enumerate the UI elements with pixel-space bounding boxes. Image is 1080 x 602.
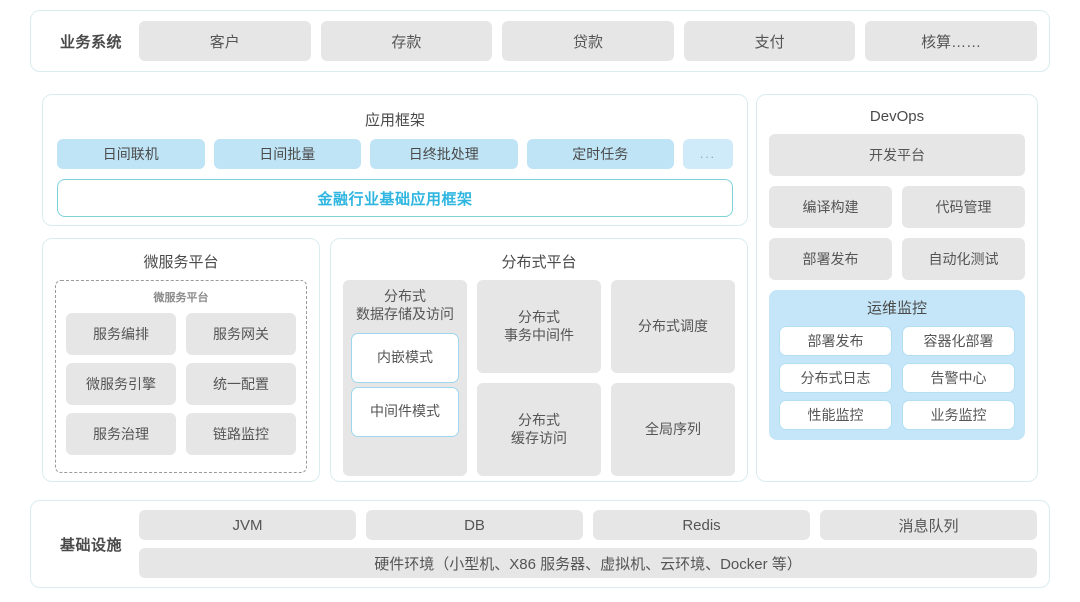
dist-cell-0-line2: 事务中间件 bbox=[504, 326, 574, 343]
distributed-platform-title: 分布式平台 bbox=[501, 254, 577, 271]
distributed-transaction-middleware-text: 分布式 事务中间件 bbox=[504, 309, 574, 344]
ops-item-business-monitor[interactable]: 业务监控 bbox=[902, 400, 1015, 430]
infrastructure-content: JVM DB Redis 消息队列 硬件环境（小型机、X86 服务器、虚拟机、云… bbox=[139, 510, 1037, 578]
infra-item-message-queue[interactable]: 消息队列 bbox=[820, 510, 1037, 540]
ops-monitoring-title: 运维监控 bbox=[866, 300, 927, 317]
business-item-loan[interactable]: 贷款 bbox=[502, 21, 674, 61]
distributed-data-storage-cell[interactable]: 分布式 数据存储及访问 内嵌模式 中间件模式 bbox=[343, 280, 467, 476]
ops-item-performance-monitor[interactable]: 性能监控 bbox=[779, 400, 892, 430]
infrastructure-panel: 基础设施 JVM DB Redis 消息队列 硬件环境（小型机、X86 服务器、… bbox=[30, 500, 1050, 588]
microservice-platform-title: 微服务平台 bbox=[143, 254, 219, 271]
business-item-payment[interactable]: 支付 bbox=[683, 21, 856, 61]
devops-title: DevOps bbox=[869, 108, 925, 125]
distributed-mode-middleware[interactable]: 中间件模式 bbox=[351, 387, 459, 437]
devops-panel: DevOps 开发平台 编译构建 代码管理 部署发布 自动化测试 运维监控 部署… bbox=[756, 94, 1038, 482]
business-item-deposit[interactable]: 存款 bbox=[320, 21, 493, 61]
ops-item-containerized-deploy[interactable]: 容器化部署 bbox=[902, 326, 1015, 356]
application-framework-tags: 日间联机 日间批量 日终批处理 定时任务 ... bbox=[57, 139, 733, 169]
business-system-items: 客户 存款 贷款 支付 核算…… bbox=[139, 21, 1037, 61]
ops-item-distributed-log[interactable]: 分布式日志 bbox=[779, 363, 892, 393]
ops-item-deploy-release[interactable]: 部署发布 bbox=[779, 326, 892, 356]
distributed-mode-embedded[interactable]: 内嵌模式 bbox=[351, 333, 459, 383]
infra-item-jvm[interactable]: JVM bbox=[139, 510, 356, 540]
microservice-inner-title: 微服务平台 bbox=[153, 292, 209, 304]
infra-hardware-environment[interactable]: 硬件环境（小型机、X86 服务器、虚拟机、云环境、Docker 等） bbox=[139, 548, 1037, 578]
ops-item-alert-center[interactable]: 告警中心 bbox=[902, 363, 1015, 393]
dist-cell-0-line1: 分布式 bbox=[518, 309, 560, 325]
distributed-platform-panel: 分布式平台 分布式 数据存储及访问 内嵌模式 中间件模式 分布式 事务中间件 分… bbox=[330, 238, 748, 482]
distributed-data-storage-title-line2: 数据存储及访问 bbox=[356, 305, 454, 322]
microservice-item-engine[interactable]: 微服务引擎 bbox=[66, 363, 176, 405]
distributed-scheduling-cell[interactable]: 分布式调度 bbox=[611, 280, 735, 373]
distributed-cache-access-text: 分布式 缓存访问 bbox=[511, 412, 567, 447]
microservice-item-governance[interactable]: 服务治理 bbox=[66, 413, 176, 455]
infra-item-redis[interactable]: Redis bbox=[593, 510, 810, 540]
appframe-tag-more[interactable]: ... bbox=[683, 139, 733, 169]
ops-monitoring-grid: 部署发布 容器化部署 分布式日志 告警中心 性能监控 业务监控 bbox=[779, 326, 1015, 430]
business-system-panel: 业务系统 客户 存款 贷款 支付 核算…… bbox=[30, 10, 1050, 72]
distributed-cache-access-cell[interactable]: 分布式 缓存访问 bbox=[477, 383, 601, 476]
appframe-tag-scheduled-task[interactable]: 定时任务 bbox=[526, 139, 674, 169]
appframe-tag-eod-batch[interactable]: 日终批处理 bbox=[370, 139, 518, 169]
microservice-items-grid: 服务编排 服务网关 微服务引擎 统一配置 服务治理 链路监控 bbox=[66, 313, 296, 455]
devops-item-automated-testing[interactable]: 自动化测试 bbox=[902, 238, 1025, 280]
business-item-accounting[interactable]: 核算…… bbox=[865, 21, 1037, 61]
application-framework-title: 应用框架 bbox=[364, 112, 425, 129]
infra-item-db[interactable]: DB bbox=[366, 510, 583, 540]
distributed-data-storage-title: 分布式 数据存储及访问 bbox=[356, 288, 454, 329]
microservice-platform-panel: 微服务平台 微服务平台 服务编排 服务网关 微服务引擎 统一配置 服务治理 链路… bbox=[42, 238, 320, 482]
devops-item-build[interactable]: 编译构建 bbox=[769, 186, 892, 228]
distributed-global-sequence-cell[interactable]: 全局序列 bbox=[611, 383, 735, 476]
appframe-tag-daytime-batch[interactable]: 日间批量 bbox=[213, 139, 361, 169]
microservice-item-trace-monitor[interactable]: 链路监控 bbox=[186, 413, 296, 455]
microservice-inner-dashed-box: 微服务平台 服务编排 服务网关 微服务引擎 统一配置 服务治理 链路监控 bbox=[55, 280, 307, 473]
devops-item-code-management[interactable]: 代码管理 bbox=[902, 186, 1025, 228]
business-system-label: 业务系统 bbox=[59, 33, 122, 51]
dist-cell-2-line2: 缓存访问 bbox=[511, 429, 567, 446]
distributed-data-storage-title-line1: 分布式 bbox=[384, 288, 426, 304]
microservice-item-unified-config[interactable]: 统一配置 bbox=[186, 363, 296, 405]
distributed-items-grid: 分布式 数据存储及访问 内嵌模式 中间件模式 分布式 事务中间件 分布式调度 分… bbox=[343, 280, 735, 476]
infrastructure-items: JVM DB Redis 消息队列 bbox=[139, 510, 1037, 540]
appframe-tag-daytime-online[interactable]: 日间联机 bbox=[57, 139, 205, 169]
devops-dev-platform[interactable]: 开发平台 bbox=[769, 134, 1025, 176]
devops-item-deploy-release[interactable]: 部署发布 bbox=[769, 238, 892, 280]
devops-items-grid: 编译构建 代码管理 部署发布 自动化测试 bbox=[769, 186, 1025, 280]
dist-cell-2-line1: 分布式 bbox=[518, 412, 560, 428]
distributed-transaction-middleware-cell[interactable]: 分布式 事务中间件 bbox=[477, 280, 601, 373]
infrastructure-label: 基础设施 bbox=[59, 536, 122, 554]
business-item-customer[interactable]: 客户 bbox=[139, 21, 311, 61]
microservice-item-gateway[interactable]: 服务网关 bbox=[186, 313, 296, 355]
finance-base-framework-bar[interactable]: 金融行业基础应用框架 bbox=[57, 179, 733, 217]
application-framework-panel: 应用框架 日间联机 日间批量 日终批处理 定时任务 ... 金融行业基础应用框架 bbox=[42, 94, 748, 226]
microservice-item-orchestration[interactable]: 服务编排 bbox=[66, 313, 176, 355]
ops-monitoring-box: 运维监控 部署发布 容器化部署 分布式日志 告警中心 性能监控 业务监控 bbox=[769, 290, 1025, 440]
